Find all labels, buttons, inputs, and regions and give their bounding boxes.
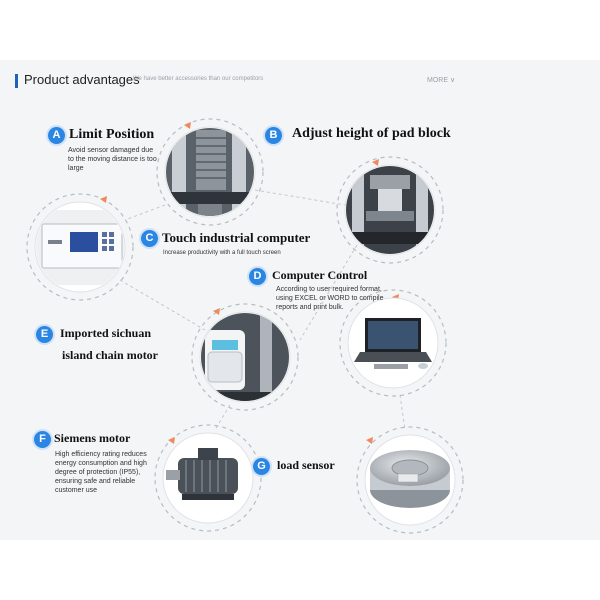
ring-arrow-markers [100,122,399,444]
badge-f: F [34,431,51,448]
badge-a: A [48,127,65,144]
feature-d-desc: According to user required format, using… [276,286,384,311]
header-accent-bar [15,74,18,88]
section-header: Product advantages We have better access… [15,72,475,90]
content-panel [0,60,600,540]
feature-g-title: load sensor [277,458,335,472]
motor-column-photo [201,313,289,401]
badge-d: D [249,268,266,285]
feature-c-desc: Increase productivity with a full touch … [163,250,281,256]
dashed-rings [26,118,464,534]
controller-photo [36,210,124,285]
feature-c-title: Touch industrial computer [162,230,311,245]
section-subtitle: We have better accessories than our comp… [133,76,264,82]
badge-g: G [253,458,270,475]
feature-f-title: Siemens motor [54,431,131,445]
badge-b: B [265,127,282,144]
feature-a-desc: Avoid sensor damaged due to the moving d… [68,147,157,172]
siemens-motor-photo [164,434,252,522]
feature-d-title: Computer Control [272,268,368,282]
badge-e: E [36,326,53,343]
more-link[interactable]: MORE ∨ [427,77,456,84]
pad-block-photo [346,166,434,254]
feature-e-title: Imported sichuan [60,326,152,340]
load-sensor-photo [366,436,454,524]
feature-a-title: Limit Position [69,127,155,142]
badge-c: C [141,230,158,247]
feature-b-title: Adjust height of pad block [292,126,451,141]
feature-e-title-line2: island chain motor [62,348,159,362]
computer-photo [349,299,437,387]
section-title: Product advantages [24,72,140,87]
feature-f-desc: High efficiency rating reduces energy co… [55,451,147,494]
limit-position-photo [166,128,254,216]
